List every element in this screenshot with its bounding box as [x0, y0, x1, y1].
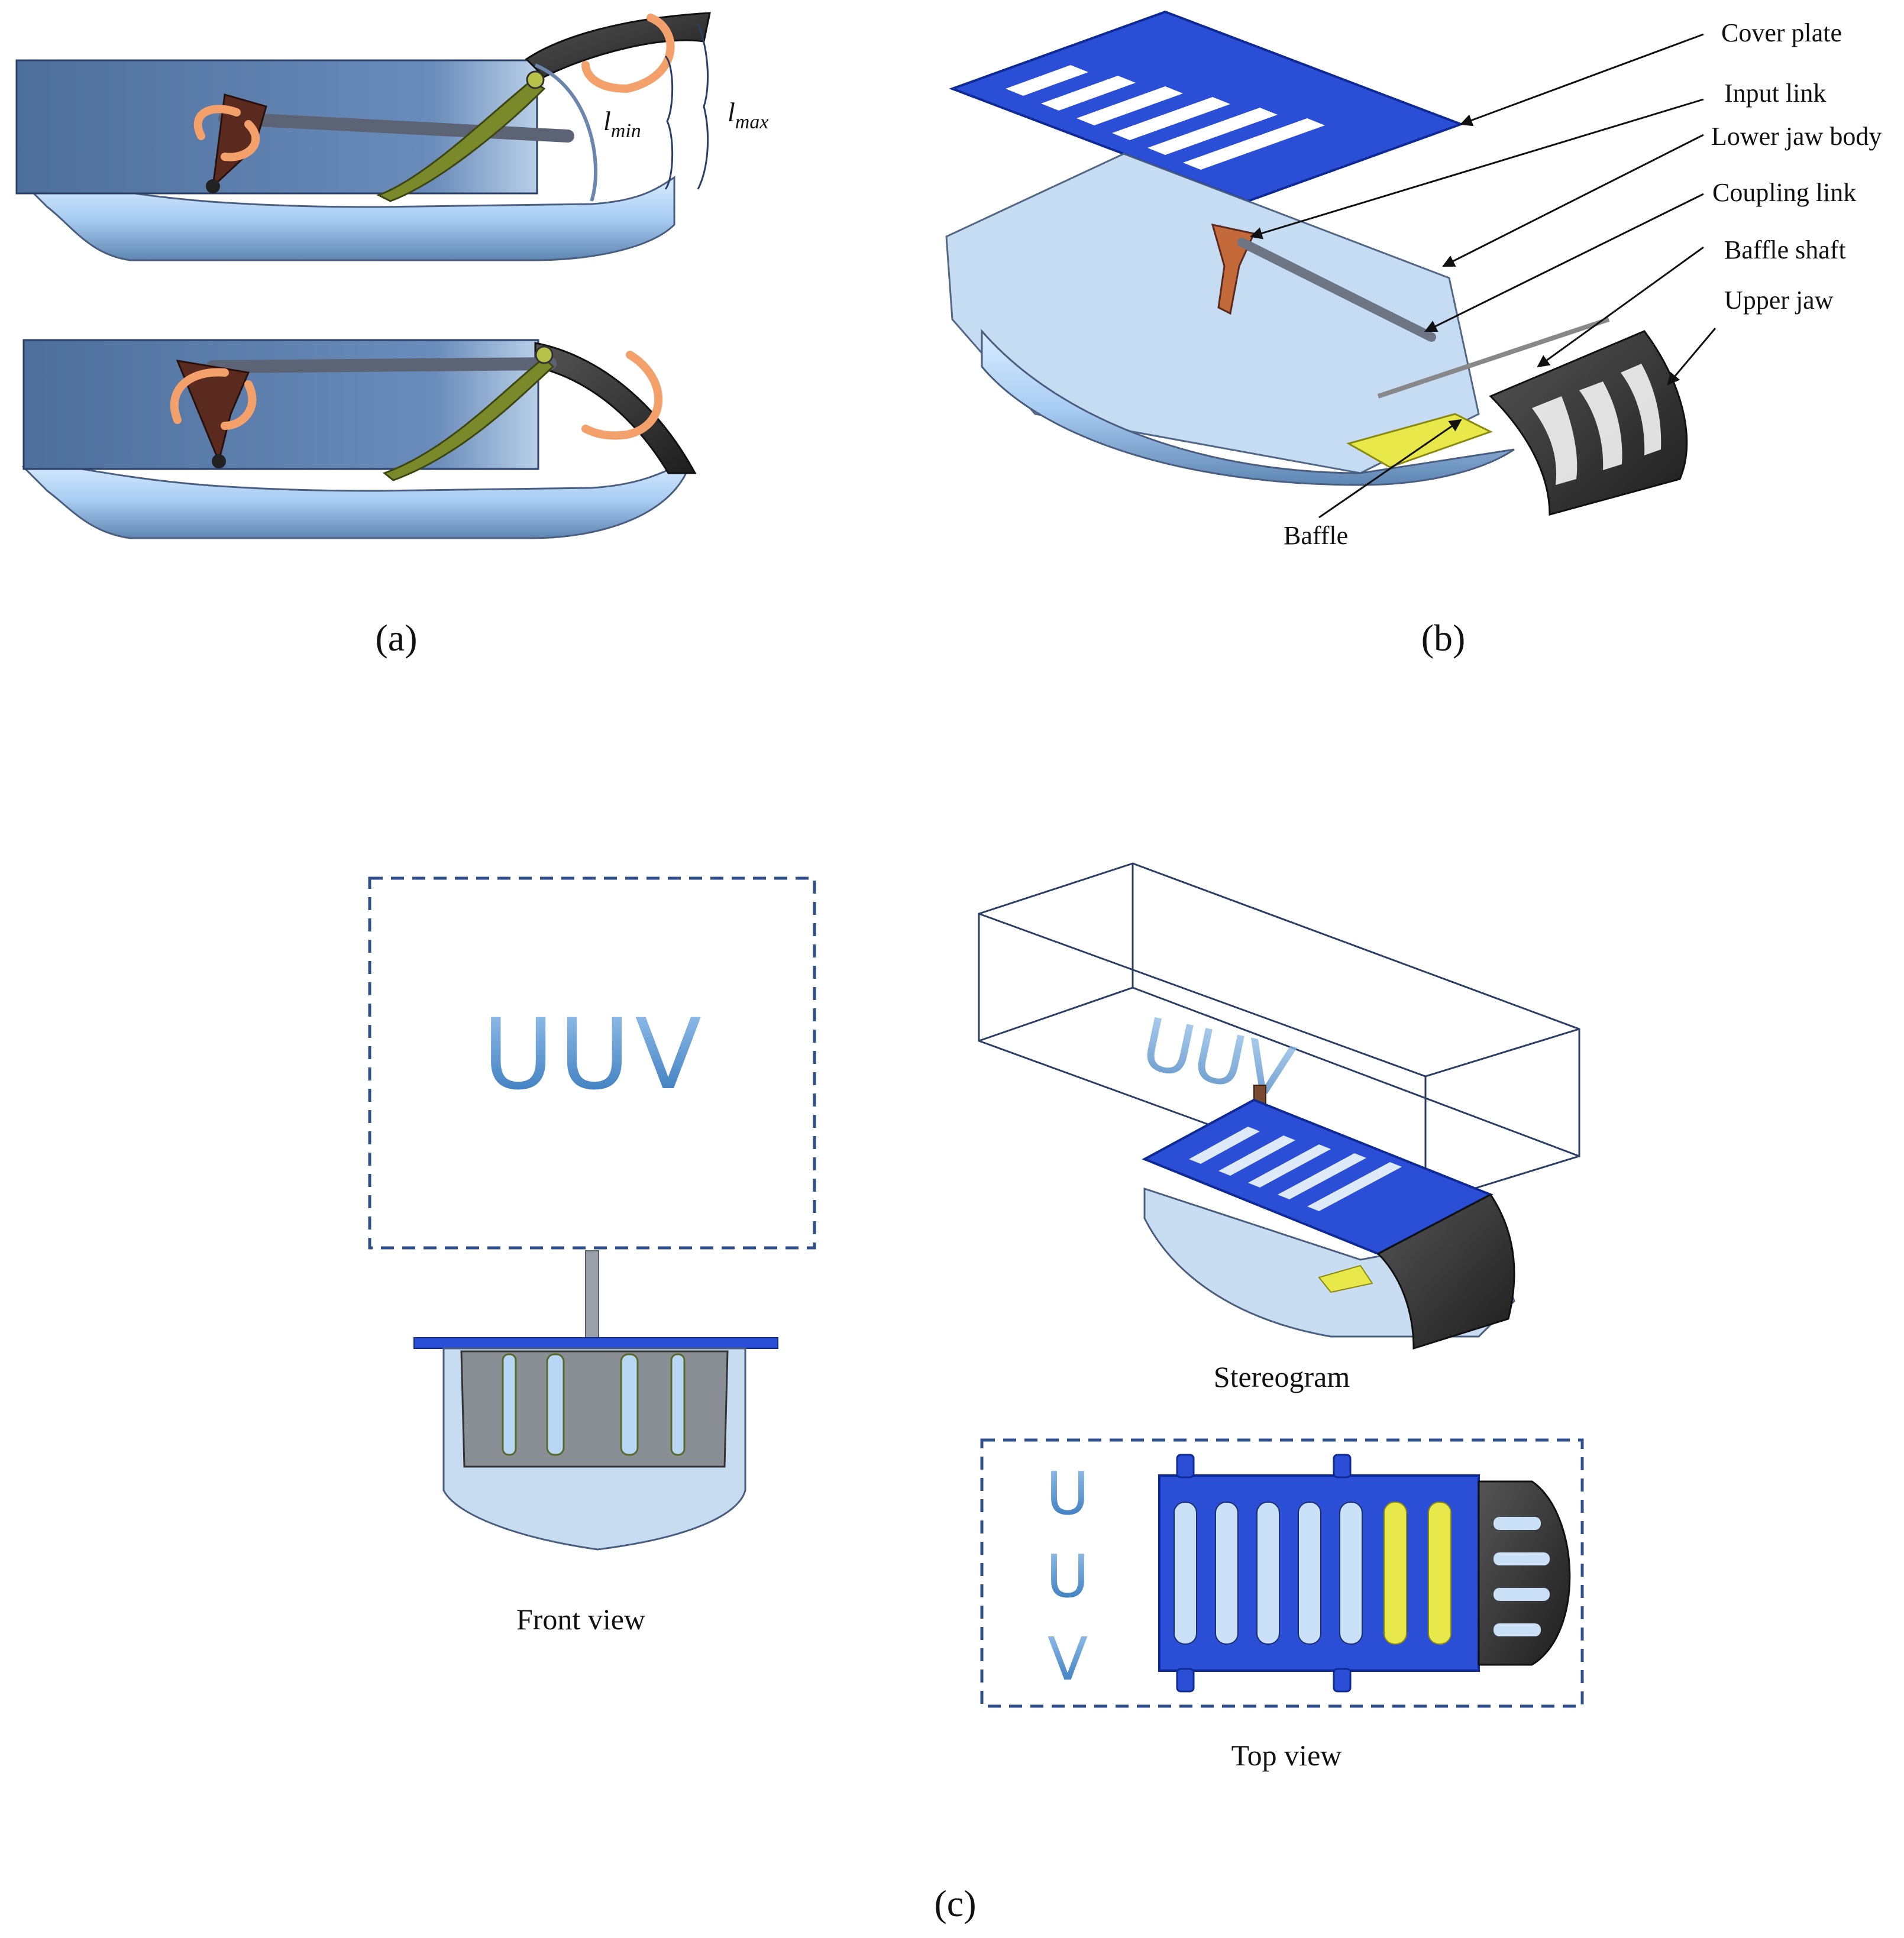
coupling-link: [382, 356, 555, 481]
rotation-arrow: [581, 351, 663, 440]
upper-jaw-open: [525, 12, 711, 78]
l-max-label: lmax: [728, 97, 768, 133]
uuv-text-stereogram: UUV: [1134, 1003, 1301, 1115]
crank-pivot: [212, 454, 226, 468]
callout-line: [1424, 193, 1704, 332]
top-slots: [1174, 1502, 1363, 1645]
cover-plate-edge: [413, 1337, 778, 1349]
baffle-shaft-pivot: [535, 345, 554, 364]
callout-coupling-link: Coupling link: [1712, 178, 1856, 207]
panel-c: UUV Front view UUV: [368, 862, 1584, 1924]
lower-jaw-hull: [981, 329, 1515, 486]
stereogram-upper-jaw: [1376, 1193, 1515, 1350]
baffle-shaft-rod: [585, 1250, 599, 1339]
input-link-rod: [206, 357, 557, 373]
coupling-link: [376, 79, 546, 202]
top-view: U U V: [980, 1438, 1584, 1772]
upper-jaw-closed: [534, 342, 697, 474]
rotation-arrow: [193, 105, 260, 161]
panel-b: Cover plate Input link Lower jaw body Co…: [945, 10, 1882, 659]
uuv-top-dashed-box: [980, 1438, 1584, 1708]
panel-a: lmin lmax (a): [15, 12, 768, 659]
cover-plate-slots: [1006, 65, 1325, 170]
callout-baffle: Baffle: [1284, 521, 1348, 550]
l-max-brace: [697, 23, 709, 190]
mechanism-open-state: lmin lmax: [15, 12, 768, 261]
stereogram-baffle: [1318, 1264, 1373, 1293]
uuv-letter: U: [1046, 1542, 1089, 1611]
top-baffle-slots: [1383, 1502, 1452, 1645]
callout-baffle-shaft: Baffle shaft: [1724, 235, 1846, 264]
panel-c-caption: (c): [934, 1882, 976, 1924]
panel-b-caption: (b): [1421, 617, 1466, 659]
crank-pivot: [206, 179, 220, 193]
top-view-label: Top view: [1231, 1739, 1342, 1772]
front-view-label: Front view: [516, 1603, 645, 1636]
jaw-front-curve: [534, 63, 598, 202]
rotation-arrow: [581, 14, 675, 93]
input-link-rod: [218, 112, 574, 143]
top-jaw-slots: [1494, 1517, 1550, 1636]
uuv-letter: V: [1048, 1625, 1088, 1694]
callout-line: [1537, 246, 1704, 368]
panel-a-caption: (a): [375, 617, 417, 659]
callout-line: [1318, 419, 1462, 519]
jaw-slots: [502, 1353, 686, 1456]
rotation-arrow: [170, 368, 257, 430]
lower-jaw-hull: [21, 460, 687, 539]
uuv-wireframe-box: [978, 862, 1580, 1205]
top-upper-jaw: [1478, 1480, 1571, 1666]
cover-plate-slots: [1189, 1127, 1402, 1211]
callout-upper-jaw: Upper jaw: [1724, 286, 1834, 315]
callout-cover-plate: Cover plate: [1721, 18, 1842, 47]
uuv-text-front: UUV: [483, 998, 706, 1111]
callout-input-link: Input link: [1724, 79, 1826, 108]
baffle-shaft: [1377, 317, 1610, 399]
callout-line: [1249, 98, 1704, 240]
l-min-label: lmin: [603, 106, 641, 142]
uuv-letter: U: [1046, 1459, 1089, 1528]
callout-lower-jaw-body: Lower jaw body: [1711, 122, 1882, 151]
coupling-link: [1237, 238, 1436, 342]
baffle-shaft-pivot: [526, 70, 545, 89]
front-view: UUV Front view: [368, 876, 816, 1636]
callout-line: [1442, 134, 1704, 267]
uuv-front-dashed-box: [368, 876, 816, 1250]
mechanism-closed-state: [21, 339, 697, 539]
cover-plate-tabs: [1176, 1454, 1352, 1693]
callout-line: [1460, 33, 1704, 127]
lower-jaw-body: [945, 153, 1480, 474]
l-min-brace: [664, 55, 674, 190]
stereogram-label: Stereogram: [1214, 1360, 1350, 1393]
upper-jaw-front: [460, 1350, 729, 1468]
stereogram-view: UUV Stereogram: [978, 862, 1580, 1393]
upper-jaw-slots: [1532, 364, 1661, 485]
callout-line: [1667, 328, 1716, 386]
